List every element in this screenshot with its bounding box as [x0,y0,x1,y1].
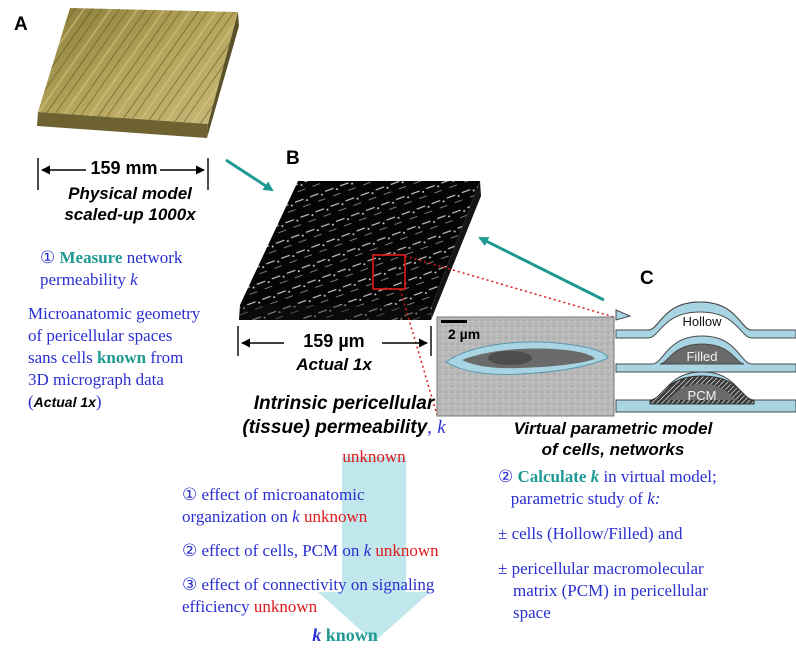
calculate-step-number: ② [498,467,514,486]
pcm-bullet-line1: ± pericellular macromolecular [498,559,704,578]
permeability-title-k: k [437,417,446,438]
calculate-step-rest: in virtual model; [603,467,717,486]
effect-item-1-line2: organization on [182,507,288,526]
physical-model-block [37,8,239,138]
k-known-label: known [325,625,378,645]
effect-item-1-unknown: unknown [303,507,368,526]
pcm-bullet-line3: space [513,603,551,622]
dimension-label-b: 159 µm [303,331,365,351]
geometry-description: Microanatomic geometry of pericellular s… [28,303,248,413]
effect-item-2-unknown: unknown [375,541,439,560]
geometry-line3-post: from [150,348,184,367]
effect-item-1-number: ① [182,485,198,504]
calculate-verb: Calculate [517,467,587,486]
panel-label-a: A [14,14,28,35]
effect-item-3-line1: effect of connectivity on signaling [201,575,435,594]
model-hollow [615,301,796,339]
permeability-title: Intrinsic pericellular (tissue) permeabi… [224,392,464,440]
virtual-model-caption: Virtual parametric model of cells, netwo… [478,418,748,460]
measure-k: k [130,270,138,289]
physical-model-caption-line2: scaled-up 1000x [64,205,196,224]
arrow-c-to-b [478,236,605,302]
dimension-label-a: 159 mm [90,158,158,178]
permeability-title-text: (tissue) permeability [242,417,428,438]
permeability-title-line2: (tissue) permeability, k [224,416,464,440]
geometry-known: known [96,348,147,367]
calculate-step: ② Calculate k in virtual model; parametr… [498,466,788,510]
pcm-bullet-line2: matrix (PCM) in pericellular [513,581,708,600]
effect-item-3-number: ③ [182,575,198,594]
measure-verb: Measure [59,248,123,267]
geometry-line1: Microanatomic geometry [28,304,201,323]
zoom-line-bottom [399,288,438,416]
dimension-arrow-b [237,326,432,356]
effect-item-2-number: ② [182,541,198,560]
model-pcm [615,371,796,413]
physical-model-caption: Physical model scaled-up 1000x [50,183,210,225]
k-known-result: k known [280,625,410,646]
permeability-title-comma: , [427,417,432,438]
actual-caption: Actual 1x [296,355,372,374]
geometry-paren-close: ) [95,392,102,411]
geometry-paren-open: ( [28,392,34,411]
effect-item-2-line1: effect of cells, PCM on [201,541,360,560]
effect-item-2: ② effect of cells, PCM on k unknown [182,540,472,562]
model-label-hollow: Hollow [682,314,722,329]
effect-item-2-k: k [363,541,372,560]
model-label-filled: Filled [686,349,718,364]
geometry-line3: sans cells known from [28,347,248,369]
measure-step-rest: network [126,248,183,267]
cells-bullet: ± cells (Hollow/Filled) and [498,524,683,543]
model-filled [615,335,796,373]
effect-item-1-line1: effect of microanatomic [201,485,365,504]
virtual-model-caption-line2: of cells, networks [541,440,685,459]
calculate-step-line2: parametric study of [510,489,643,508]
geometry-line5: (Actual 1x) [28,391,248,413]
zoom-line-top [404,255,615,318]
k-known-k: k [312,625,322,645]
panel-label-b: B [286,148,300,169]
arrow-a-to-b [225,158,274,192]
zoom-region-box [372,254,406,290]
permeability-title-line1: Intrinsic pericellular [253,393,435,414]
measure-step-line2: permeability [40,270,126,289]
effect-item-3: ③ effect of connectivity on signaling ef… [182,574,472,618]
effect-item-3-unknown: unknown [253,597,318,616]
geometry-line4: 3D micrograph data [28,370,164,389]
measure-step: ① Measure network permeability k [40,247,240,291]
effect-item-1-k: k [292,507,300,526]
dimension-arrow-a [37,158,209,190]
tem-micrograph [436,316,615,417]
calculate-step-k: k: [647,489,661,508]
geometry-line2: of pericellular spaces [28,326,173,345]
geometry-line3-pre: sans cells [28,348,93,367]
pcm-bullet: ± pericellular macromolecular matrix (PC… [498,558,788,624]
model-label-pcm: PCM [687,388,717,403]
effect-item-1: ① effect of microanatomic organization o… [182,484,442,528]
geometry-actual: Actual 1x [33,394,96,410]
micrograph-block [239,181,481,320]
panel-label-c: C [640,268,654,289]
effect-item-3-line2: efficiency [182,597,250,616]
measure-step-number: ① [40,248,56,267]
physical-model-caption-line1: Physical model [68,184,192,203]
permeability-unknown: unknown [342,447,406,466]
progress-arrow [318,457,430,642]
calculate-k: k [590,467,600,486]
tem-scale-bar: 2 µm [448,326,481,342]
virtual-model-caption-line1: Virtual parametric model [513,419,713,438]
